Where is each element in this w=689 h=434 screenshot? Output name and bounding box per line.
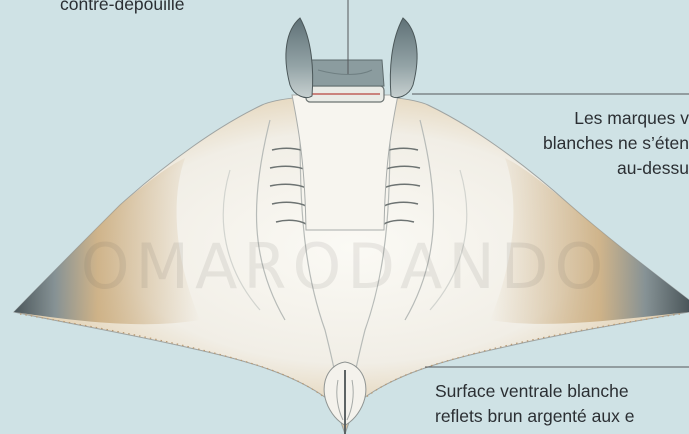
label-ventral-line1: Surface ventrale blanche: [435, 379, 634, 404]
watermark-text: OMARODANDO: [81, 230, 610, 303]
cephalic-fin-right: [390, 18, 417, 98]
label-contre-depouille: contre-dépouille: [60, 0, 185, 17]
pelvic-fins: [324, 362, 366, 434]
label-ventral-surface: Surface ventrale blanche reflets brun ar…: [435, 379, 634, 429]
label-ventral-line2: reflets brun argenté aux e: [435, 404, 634, 429]
cephalic-fin-left: [286, 18, 313, 98]
label-white-marks: Les marques v blanches ne s’éten au-dess…: [543, 106, 689, 181]
label-white-marks-line2: blanches ne s’éten: [543, 131, 689, 156]
label-white-marks-line1: Les marques v: [543, 106, 689, 131]
label-white-marks-line3: au-dessu: [543, 156, 689, 181]
